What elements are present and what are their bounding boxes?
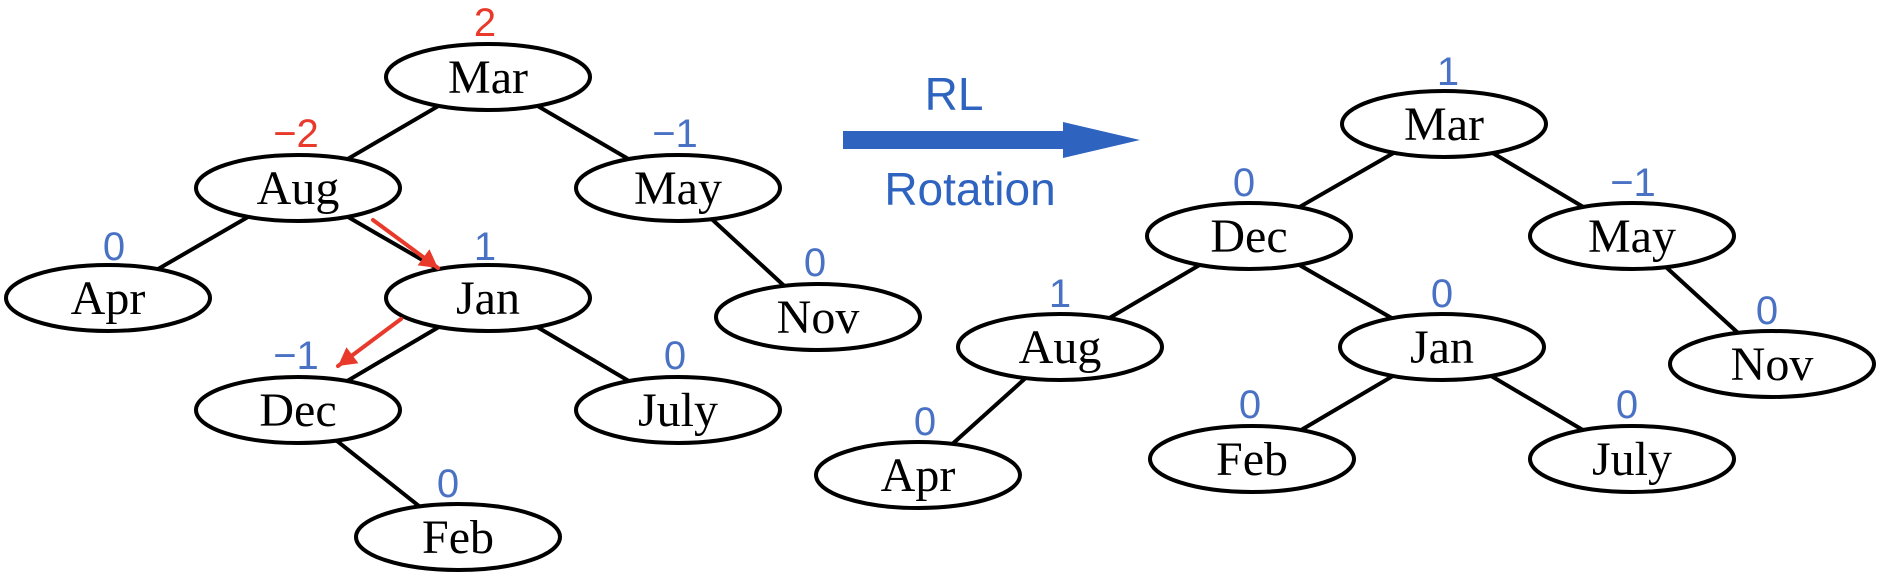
tree-edge	[1288, 257, 1403, 326]
node-ellipse	[194, 153, 402, 223]
tree-edge	[703, 211, 793, 294]
node-label: Feb	[422, 511, 494, 564]
tree-node-mar: Mar 2	[384, 1, 592, 112]
node-label: Aug	[257, 162, 340, 215]
balance-factor-label: 0	[1431, 272, 1453, 316]
node-ellipse	[384, 42, 592, 112]
tree-edge	[1098, 257, 1211, 326]
tree-edge	[526, 98, 640, 167]
tree-node-july: July 0	[574, 334, 782, 445]
tree-node-dec: Dec −1	[194, 334, 402, 445]
highlight-arrow-jan-dec	[336, 317, 403, 368]
node-ellipse	[384, 263, 592, 333]
balance-factor-label: −1	[652, 112, 698, 156]
node-ellipse	[1528, 424, 1736, 494]
balance-factor-label: 0	[914, 400, 936, 444]
node-label: Nov	[777, 291, 860, 344]
node-label: Mar	[1404, 98, 1484, 151]
node-label: July	[1592, 433, 1672, 486]
tree-edge	[1290, 368, 1404, 438]
node-ellipse	[1668, 329, 1876, 399]
tree-edge	[1480, 368, 1594, 438]
tree-node-may: May −1	[1528, 161, 1736, 271]
tree-node-july: July 0	[1528, 383, 1736, 494]
balance-factor-label: −2	[273, 112, 319, 156]
rotation-label-top: RL	[925, 68, 984, 120]
node-label: Dec	[259, 384, 336, 437]
tree-node-jan: Jan 0	[1338, 272, 1546, 382]
balance-factor-label: 2	[474, 1, 496, 45]
tree-edge	[146, 209, 260, 277]
highlight-arrow-aug-jan	[371, 218, 440, 270]
node-label: Mar	[448, 51, 528, 104]
node-label: Apr	[71, 272, 146, 325]
node-ellipse	[1148, 424, 1356, 494]
balance-factor-label: 1	[474, 225, 496, 269]
tree-edge	[1657, 259, 1747, 341]
tree-edge	[336, 319, 450, 389]
tree-edge	[944, 370, 1034, 452]
rotation-arrow	[843, 122, 1140, 158]
node-ellipse	[354, 502, 562, 572]
node-ellipse	[1340, 89, 1548, 159]
tree-node-aug: Aug −2	[194, 112, 402, 223]
node-label: Nov	[1731, 338, 1814, 391]
node-label: Aug	[1019, 321, 1102, 374]
node-ellipse	[714, 282, 922, 352]
tree-edge	[336, 98, 450, 167]
rotation-label-bottom: Rotation	[884, 163, 1055, 215]
tree-edge	[1481, 145, 1595, 215]
node-label: May	[634, 162, 722, 215]
balance-factor-label: 1	[1437, 50, 1459, 94]
balance-factor-label: 0	[437, 462, 459, 506]
tree-edge	[327, 433, 429, 514]
node-label: Feb	[1216, 433, 1288, 486]
tree-node-aug: Aug 1	[956, 272, 1164, 382]
balance-factor-label: −1	[273, 334, 319, 378]
node-ellipse	[574, 153, 782, 223]
balance-factor-label: 1	[1049, 272, 1071, 316]
balance-factor-label: 0	[664, 334, 686, 378]
edges-layer	[146, 98, 1747, 514]
balance-factor-label: −1	[1610, 161, 1656, 205]
balance-factor-label: 0	[1233, 161, 1255, 205]
tree-edge	[526, 319, 640, 389]
node-label: July	[638, 384, 718, 437]
tree-node-nov: Nov 0	[714, 241, 922, 352]
node-label: May	[1588, 210, 1676, 263]
balance-factor-label: 0	[103, 225, 125, 269]
node-ellipse	[574, 375, 782, 445]
balance-factor-label: 0	[1616, 383, 1638, 427]
rotation-indicator: RL Rotation	[843, 68, 1140, 215]
node-ellipse	[1338, 312, 1546, 382]
tree-node-feb: Feb 0	[1148, 383, 1356, 494]
node-ellipse	[194, 375, 402, 445]
node-ellipse	[1145, 201, 1353, 271]
balance-factor-label: 0	[1239, 383, 1261, 427]
node-label: Jan	[456, 272, 520, 325]
tree-node-dec: Dec 0	[1145, 161, 1353, 271]
node-label: Apr	[881, 449, 956, 502]
tree-node-feb: Feb 0	[354, 462, 562, 572]
tree-edge	[1288, 145, 1405, 215]
tree-node-may: May −1	[574, 112, 782, 223]
node-ellipse	[1528, 201, 1736, 271]
tree-node-nov: Nov 0	[1668, 289, 1876, 399]
node-label: Jan	[1410, 321, 1474, 374]
highlight-arrows	[336, 218, 440, 368]
nodes-layer: Mar2Aug−2May−1Apr0Jan1Nov0Dec−1July0Feb0…	[4, 1, 1876, 572]
node-ellipse	[814, 440, 1022, 510]
tree-node-apr: Apr 0	[814, 400, 1022, 510]
node-label: Dec	[1210, 210, 1287, 263]
balance-factor-label: 0	[1756, 289, 1778, 333]
node-ellipse	[956, 312, 1164, 382]
balance-factor-label: 0	[804, 241, 826, 285]
node-ellipse	[4, 263, 212, 333]
